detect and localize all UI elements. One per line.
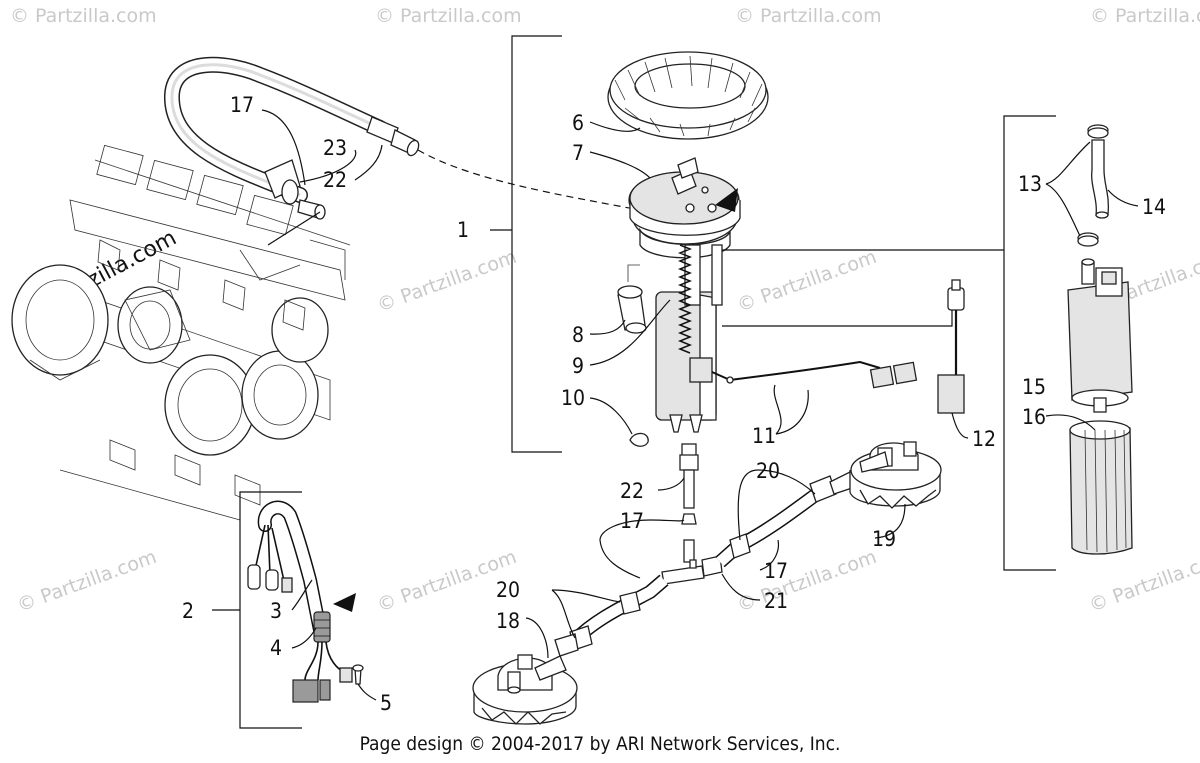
callout-5: 5 [380, 691, 392, 715]
callout-13: 13 [1018, 172, 1042, 196]
callout-19: 19 [872, 527, 896, 551]
watermark: © Partzilla.com [735, 5, 882, 27]
callout-1: 1 [457, 218, 469, 242]
callout-labels: 17 23 22 1 6 7 8 9 10 11 12 13 14 15 16 … [182, 93, 1166, 715]
callout-4: 4 [270, 636, 282, 660]
callout-11: 11 [752, 424, 776, 448]
part-19-fuel-pickup [849, 441, 942, 509]
hose-17-loop [163, 56, 420, 220]
callout-17: 17 [230, 93, 254, 117]
part-15-fuel-pump [1067, 258, 1133, 413]
callout-9: 9 [572, 354, 584, 378]
callout-16: 16 [1022, 405, 1046, 429]
part-6-lock-ring [607, 51, 769, 140]
watermark: © Partzilla.com [734, 546, 879, 617]
callout-6: 6 [572, 111, 584, 135]
leader-lines [261, 109, 1139, 701]
watermark: © Partzilla.com [1090, 5, 1200, 27]
part-8-regulator [617, 264, 647, 334]
callout-22: 22 [620, 479, 644, 503]
assembly-brackets [212, 35, 1056, 729]
callout-3: 3 [270, 599, 282, 623]
part-18-fuel-pickup [472, 654, 578, 725]
watermark: © Partzilla.com [734, 246, 879, 317]
part-2-harness [247, 500, 364, 703]
part-1-fuel-pump-module [628, 157, 918, 433]
callout-14: 14 [1142, 195, 1166, 219]
part-13-14-clamps-hose [1077, 124, 1110, 247]
watermark: © Partzilla.com [1086, 546, 1200, 617]
fuel-line-assembly [554, 443, 853, 657]
callout-18: 18 [496, 609, 520, 633]
callout-22: 22 [323, 168, 347, 192]
callout-17: 17 [620, 509, 644, 533]
watermark: © Partzilla.com [10, 5, 157, 27]
watermark: © Partzilla.com [14, 546, 159, 617]
watermarks: © Partzilla.com © Partzilla.com © Partzi… [10, 5, 1200, 617]
page-footer-credit: Page design © 2004-2017 by ARI Network S… [359, 733, 841, 755]
callout-7: 7 [572, 141, 584, 165]
callout-20: 20 [756, 459, 780, 483]
callout-21: 21 [764, 589, 788, 613]
callout-12: 12 [972, 427, 996, 451]
callout-20: 20 [496, 578, 520, 602]
callout-23: 23 [323, 136, 347, 160]
watermark: © Partzilla.com [375, 5, 522, 27]
callout-15: 15 [1022, 375, 1046, 399]
part-10-clip [629, 432, 649, 447]
watermark: © Partzilla.com [374, 246, 519, 317]
throttle-body-assembly [11, 144, 351, 521]
callout-8: 8 [572, 323, 584, 347]
part-16-strainer [1069, 420, 1133, 555]
callout-2: 2 [182, 599, 194, 623]
part-12-sender [937, 279, 965, 414]
routing-dashed-lines [267, 149, 641, 246]
callout-17: 17 [764, 559, 788, 583]
callout-10: 10 [561, 386, 585, 410]
